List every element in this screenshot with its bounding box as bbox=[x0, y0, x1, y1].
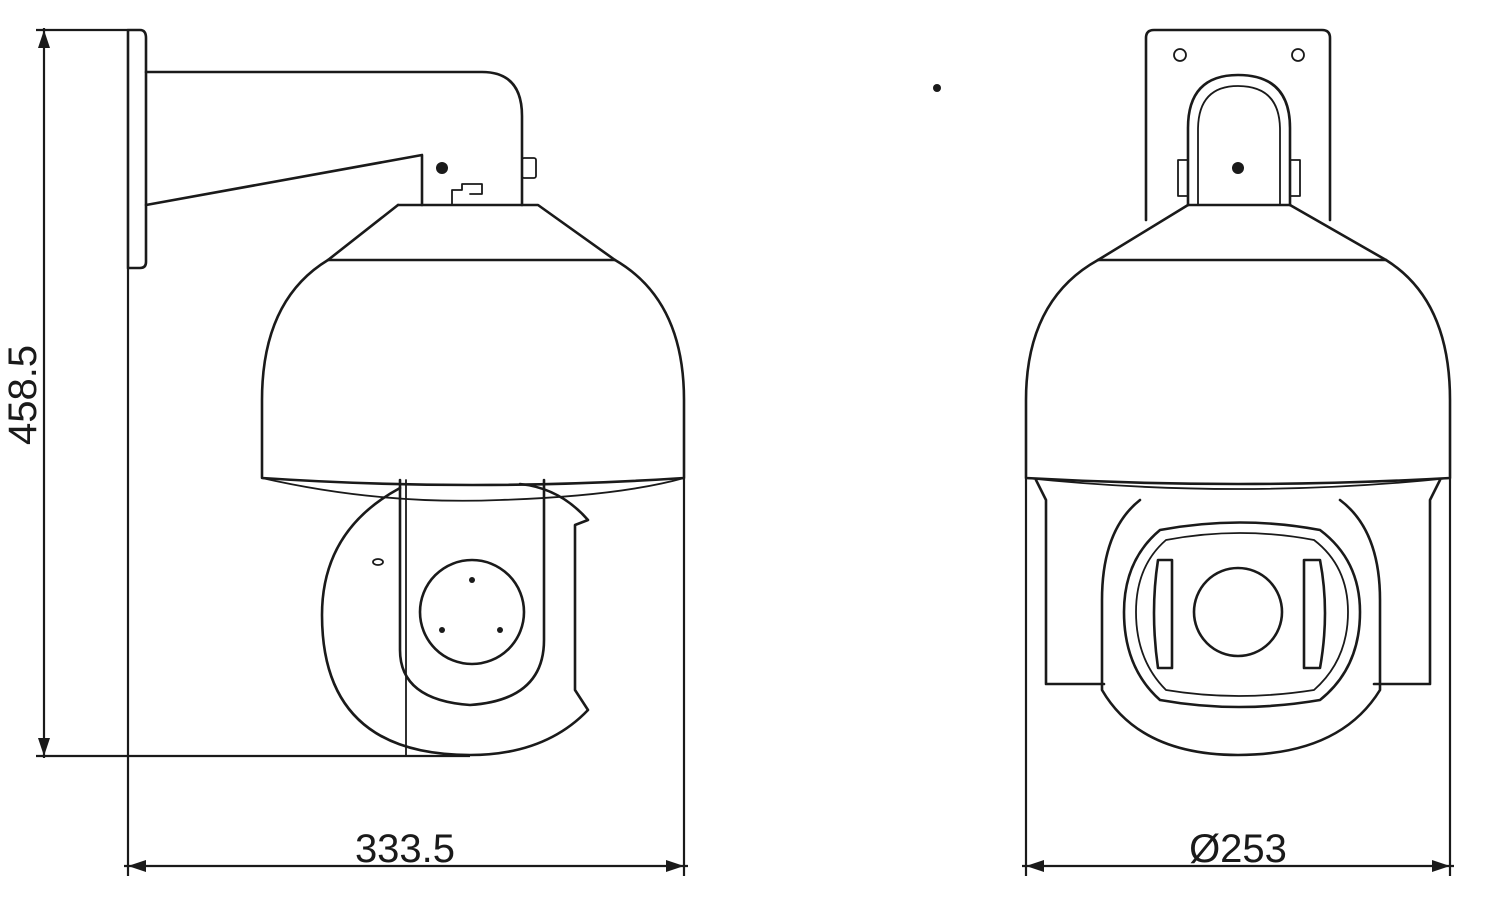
arch-bracket-inner bbox=[1197, 85, 1281, 206]
wall-plate bbox=[126, 28, 148, 270]
lens-housing bbox=[1122, 521, 1362, 709]
arch-bracket bbox=[1186, 73, 1292, 207]
mount-hole-right-icon bbox=[1291, 48, 1305, 62]
ball-hole bbox=[372, 558, 384, 566]
front-lens bbox=[1192, 566, 1284, 658]
arch-tab-left bbox=[1177, 159, 1189, 197]
stray-dot bbox=[933, 84, 941, 92]
height-dimension: 458.5 bbox=[1, 28, 470, 758]
front-view bbox=[1024, 28, 1452, 757]
height-label: 458.5 bbox=[1, 345, 45, 445]
lens-screw-2-icon bbox=[439, 627, 445, 633]
arch-tab-right bbox=[1289, 159, 1301, 197]
side-view bbox=[126, 28, 686, 757]
cable-connector bbox=[451, 183, 483, 206]
lens-housing-inner bbox=[1135, 532, 1349, 697]
front-dome-housing bbox=[1024, 258, 1452, 486]
camera-yoke bbox=[398, 478, 546, 707]
dome-neck bbox=[396, 203, 617, 262]
front-dome-skirt bbox=[1025, 477, 1451, 490]
width-label: 333.5 bbox=[355, 827, 455, 871]
front-camera-ball bbox=[1100, 498, 1382, 757]
dome-housing bbox=[260, 258, 686, 487]
bracket-arm bbox=[144, 70, 524, 207]
bracket-screw-icon bbox=[436, 162, 448, 174]
lens-outer bbox=[418, 558, 526, 666]
lens-screw-3-icon bbox=[497, 627, 503, 633]
bracket-knob bbox=[521, 157, 537, 179]
front-arm-left bbox=[1034, 478, 1106, 686]
ir-led-right bbox=[1302, 558, 1327, 670]
camera-ball bbox=[320, 482, 590, 757]
mount-hole-left-icon bbox=[1173, 48, 1187, 62]
arch-screw-icon bbox=[1232, 162, 1244, 174]
diameter-label: Ø253 bbox=[1189, 827, 1287, 871]
dome-neck-left bbox=[326, 203, 400, 262]
mount-plate bbox=[1144, 28, 1332, 222]
front-neck bbox=[1096, 203, 1388, 262]
front-arm-right bbox=[1372, 478, 1442, 686]
bracket-arm-lower bbox=[144, 153, 424, 207]
width-dimension: 333.5 bbox=[124, 268, 688, 876]
dome-skirt bbox=[261, 477, 685, 502]
lens-screw-1-icon bbox=[469, 577, 475, 583]
diameter-dimension: Ø253 bbox=[1022, 478, 1454, 876]
ir-led-left bbox=[1152, 558, 1174, 670]
